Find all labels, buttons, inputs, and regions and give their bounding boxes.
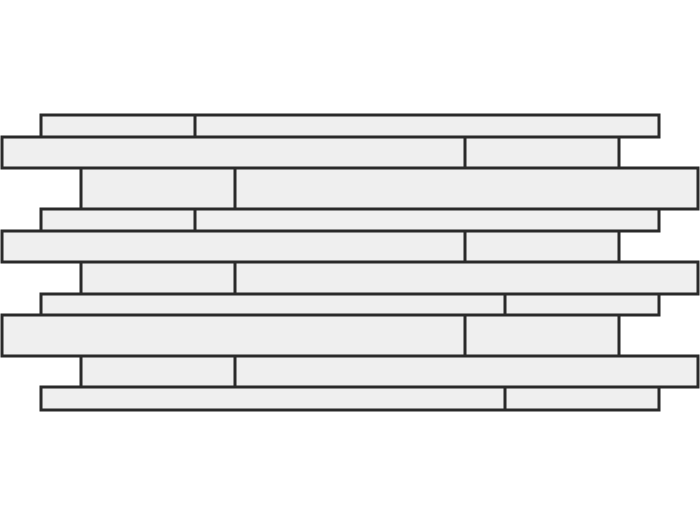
tile-row-2-left [0,135,467,170]
tile-row-4-left [39,207,197,233]
tile-row-5-right [463,229,621,264]
tile-row-10-left [39,385,507,412]
tile-row-8-right [463,313,621,358]
tile-row-1-right [193,113,661,139]
tile-row-8-left [0,313,467,358]
tile-row-3-left [79,166,237,211]
tile-row-7-right [503,292,661,317]
tile-row-2-right [463,135,621,170]
tile-row-9-left [79,354,237,389]
tile-row-6-left [79,260,237,296]
tile-row-6-right [233,260,700,296]
tile-row-7-left [39,292,507,317]
tile-row-9-right [233,354,700,389]
tile-row-3-right [233,166,700,211]
tile-row-1-left [39,113,197,139]
tile-row-5-left [0,229,467,264]
tile-row-4-right [193,207,661,233]
tile-row-10-right [503,385,661,412]
